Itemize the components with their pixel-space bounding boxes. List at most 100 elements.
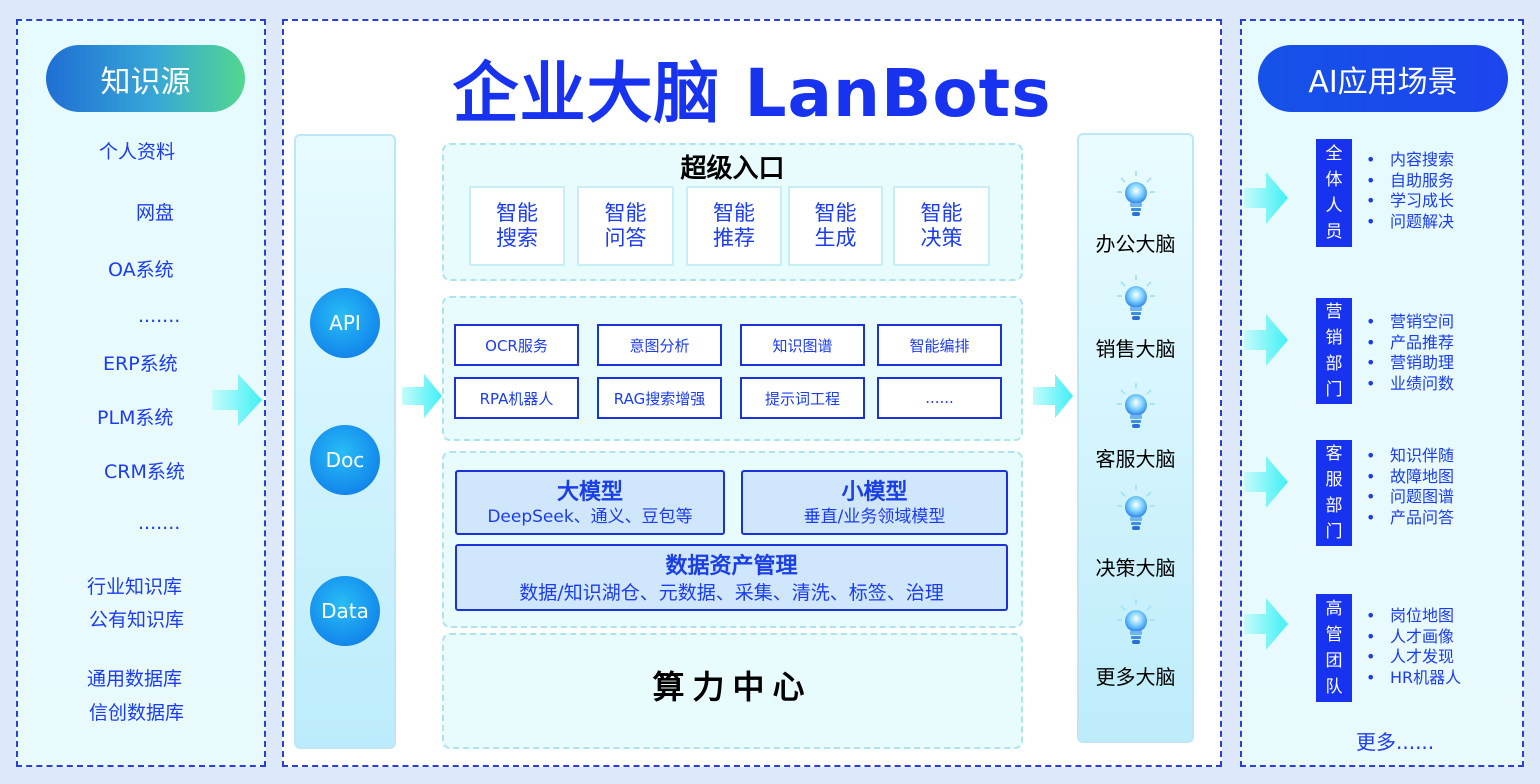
entry-card-label: 智能 推荐: [713, 201, 755, 250]
source-item: .......: [138, 305, 181, 327]
service-box: RAG搜索增强: [597, 377, 722, 419]
service-box: OCR服务: [454, 324, 579, 366]
entry-card-decision: 智能 决策: [893, 186, 990, 266]
scene-list-executives: 岗位地图 人才画像 人才发现 HR机器人: [1366, 606, 1461, 689]
list-item: 营销空间: [1366, 312, 1454, 333]
brain-column: [1077, 133, 1194, 743]
brain-label-office: 办公大脑: [1095, 232, 1176, 256]
entry-card-label: 智能 决策: [920, 201, 963, 250]
source-item: 通用数据库: [87, 668, 183, 690]
service-box: 智能编排: [877, 324, 1002, 366]
large-model-box: 大模型 DeepSeek、通义、豆包等: [455, 470, 725, 535]
small-model-box: 小模型 垂直/业务领域模型: [741, 470, 1008, 535]
flow-arrow-icon: [1244, 598, 1288, 650]
large-model-title: 大模型: [556, 480, 623, 505]
source-item: PLM系统: [97, 407, 174, 429]
badge-char: 门: [1325, 522, 1343, 542]
scene-list-marketing: 营销空间 产品推荐 营销助理 业绩问数: [1366, 312, 1454, 395]
lightbulb-icon: [1117, 383, 1155, 428]
flow-arrow-icon: [402, 374, 442, 418]
flow-arrow-icon: [1033, 374, 1073, 418]
compute-section: [442, 633, 1023, 749]
scene-list-customer-service: 知识伴随 故障地图 问题图谱 产品问答: [1366, 446, 1454, 529]
source-item: 信创数据库: [89, 702, 185, 724]
source-item: 行业知识库: [87, 576, 183, 598]
source-item: 个人资料: [99, 141, 176, 163]
badge-char: 部: [1325, 496, 1343, 516]
list-item: 问题解决: [1366, 212, 1454, 233]
source-item: 公有知识库: [89, 609, 185, 631]
list-item: 产品推荐: [1366, 333, 1454, 354]
list-item: 内容搜索: [1366, 150, 1454, 171]
badge-char: 门: [1325, 380, 1343, 400]
flow-arrow-icon: [1244, 314, 1288, 366]
data-asset-title: 数据资产管理: [665, 554, 798, 579]
scene-badge-customer-service: 客 服 部 门: [1316, 440, 1352, 546]
small-model-title: 小模型: [841, 480, 908, 505]
service-section: [442, 296, 1023, 441]
large-model-sub: DeepSeek、通义、豆包等: [487, 507, 693, 527]
service-box: 知识图谱: [740, 324, 865, 366]
service-box: 提示词工程: [740, 377, 865, 419]
badge-char: 销: [1325, 328, 1343, 348]
list-item: 自助服务: [1366, 171, 1454, 192]
badge-char: 部: [1325, 354, 1343, 374]
data-asset-box: 数据资产管理 数据/知识湖仓、元数据、采集、清洗、标签、治理: [455, 544, 1008, 611]
entry-card-label: 智能 生成: [814, 201, 857, 250]
doc-circle: Doc: [310, 425, 380, 495]
service-box: RPA机器人: [454, 377, 579, 419]
entry-card-label: 智能 问答: [604, 201, 647, 250]
entry-card-qa: 智能 问答: [577, 186, 674, 266]
data-asset-sub: 数据/知识湖仓、元数据、采集、清洗、标签、治理: [519, 582, 944, 604]
badge-char: 服: [1325, 470, 1343, 490]
list-item: 营销助理: [1366, 353, 1454, 374]
source-item: .......: [138, 512, 181, 534]
list-item: 人才画像: [1366, 627, 1461, 648]
scene-badge-all-staff: 全 体 人 员: [1316, 139, 1352, 247]
list-item: 故障地图: [1366, 467, 1454, 488]
badge-char: 员: [1325, 222, 1343, 242]
entry-card-generate: 智能 生成: [788, 186, 883, 266]
badge-char: 人: [1325, 196, 1343, 216]
list-item: 知识伴随: [1366, 446, 1454, 467]
scene-badge-marketing: 营 销 部 门: [1316, 298, 1352, 404]
lightbulb-icon: [1117, 599, 1155, 644]
badge-char: 队: [1325, 677, 1343, 697]
service-box: 意图分析: [597, 324, 722, 366]
source-item: 网盘: [136, 202, 175, 224]
source-item: CRM系统: [104, 461, 185, 483]
badge-char: 高: [1325, 599, 1343, 619]
list-item: 岗位地图: [1366, 606, 1461, 627]
super-entry-title: 超级入口: [680, 154, 785, 184]
entry-card-recommend: 智能 推荐: [686, 186, 782, 266]
badge-char: 体: [1325, 170, 1343, 190]
badge-char: 管: [1325, 625, 1343, 645]
small-model-sub: 垂直/业务领域模型: [803, 507, 946, 527]
list-item: 学习成长: [1366, 191, 1454, 212]
more-scenes-text: 更多......: [1356, 730, 1435, 754]
knowledge-source-pill: 知识源: [46, 45, 245, 112]
brain-label-sales: 销售大脑: [1095, 337, 1176, 361]
data-circle: Data: [310, 576, 380, 646]
entry-card-search: 智能 搜索: [469, 186, 565, 266]
scene-list-all-staff: 内容搜索 自助服务 学习成长 问题解决: [1366, 150, 1454, 233]
list-item: 人才发现: [1366, 647, 1461, 668]
badge-char: 客: [1325, 444, 1343, 464]
brain-label-decision: 决策大脑: [1095, 556, 1176, 580]
source-item: ERP系统: [103, 353, 178, 375]
flow-arrow-icon: [1244, 456, 1288, 508]
flow-arrow-icon: [212, 374, 262, 426]
service-box: ......: [877, 377, 1002, 419]
list-item: 业绩问数: [1366, 374, 1454, 395]
source-item: OA系统: [108, 259, 174, 281]
list-item: HR机器人: [1366, 668, 1461, 689]
compute-center-label: 算力中心: [652, 668, 813, 706]
ai-scenes-pill: AI应用场景: [1258, 45, 1508, 112]
lightbulb-icon: [1117, 275, 1155, 320]
lightbulb-icon: [1117, 485, 1155, 530]
lightbulb-icon: [1117, 171, 1155, 216]
entry-card-label: 智能 搜索: [496, 201, 538, 250]
api-circle: API: [310, 288, 380, 358]
brain-label-service: 客服大脑: [1095, 447, 1176, 471]
badge-char: 营: [1325, 302, 1343, 322]
